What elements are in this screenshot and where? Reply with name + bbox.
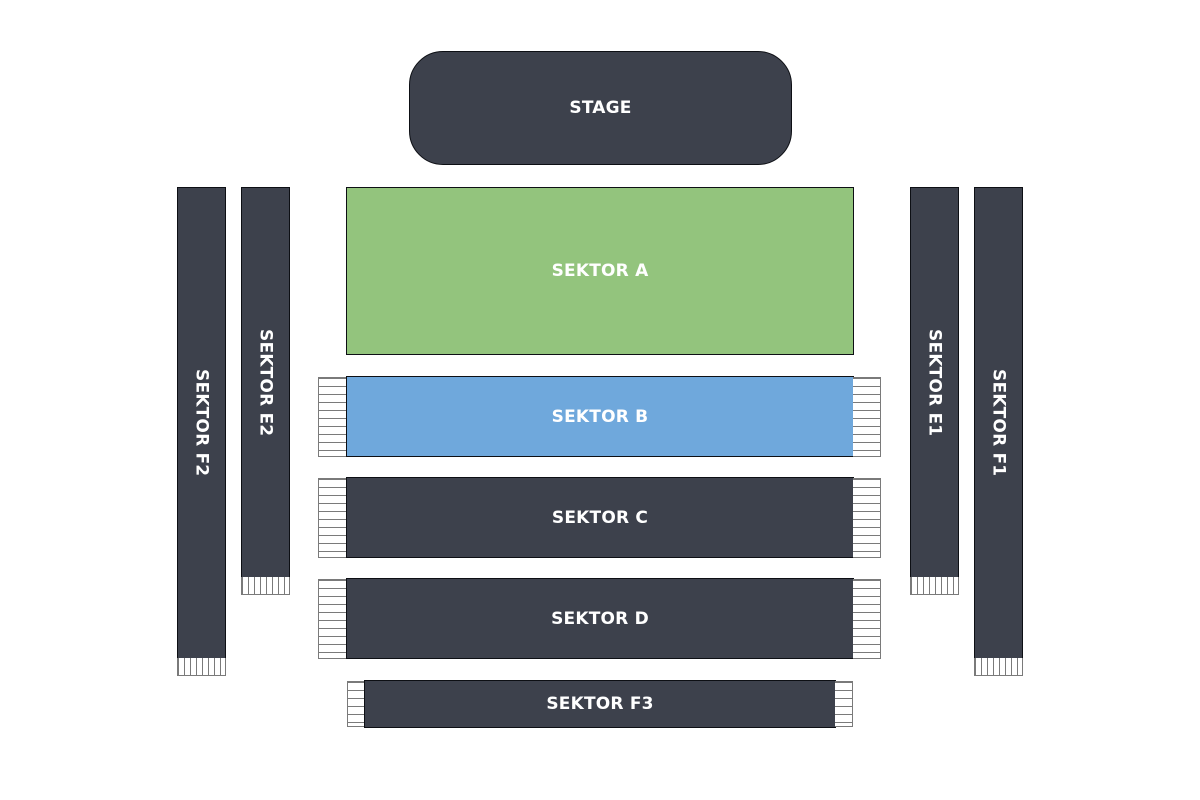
sektor-f3-label: SEKTOR F3: [546, 694, 654, 714]
sektor-a-label: SEKTOR A: [551, 261, 649, 281]
sektor-c-left-stairs: [318, 478, 347, 558]
sektor-c-label: SEKTOR C: [551, 507, 649, 528]
sektor-d-left-stairs: [318, 579, 347, 659]
sektor-f2-label: SEKTOR F2: [191, 369, 212, 477]
sektor-f3[interactable]: SEKTOR F3: [364, 680, 836, 728]
sektor-d[interactable]: SEKTOR D: [346, 578, 854, 659]
sektor-e1[interactable]: SEKTOR E1: [910, 187, 959, 578]
sektor-c[interactable]: SEKTOR C: [346, 477, 854, 558]
sektor-b-right-stairs: [853, 377, 881, 457]
sektor-e1-label: SEKTOR E1: [924, 328, 945, 437]
sektor-d-label: SEKTOR D: [551, 608, 649, 629]
sektor-f1[interactable]: SEKTOR F1: [974, 187, 1023, 659]
sektor-d-right-stairs: [853, 579, 881, 659]
sektor-f3-right-stairs: [835, 681, 853, 727]
sektor-e2[interactable]: SEKTOR E2: [241, 187, 290, 578]
sektor-b-left-stairs: [318, 377, 347, 457]
sektor-f1-stairs: [974, 658, 1023, 676]
sektor-e2-stairs: [241, 577, 290, 595]
sektor-f2[interactable]: SEKTOR F2: [177, 187, 226, 659]
sektor-a[interactable]: SEKTOR A: [346, 187, 854, 355]
sektor-f3-left-stairs: [347, 681, 366, 727]
sektor-b-label: SEKTOR B: [551, 406, 649, 427]
sektor-c-right-stairs: [853, 478, 881, 558]
sektor-b[interactable]: SEKTOR B: [346, 376, 854, 457]
sektor-e1-stairs: [910, 577, 959, 595]
stage-label: STAGE: [569, 98, 632, 118]
stage: STAGE: [409, 51, 792, 165]
sektor-f2-stairs: [177, 658, 226, 676]
sektor-f1-label: SEKTOR F1: [988, 369, 1009, 477]
sektor-e2-label: SEKTOR E2: [255, 328, 276, 437]
